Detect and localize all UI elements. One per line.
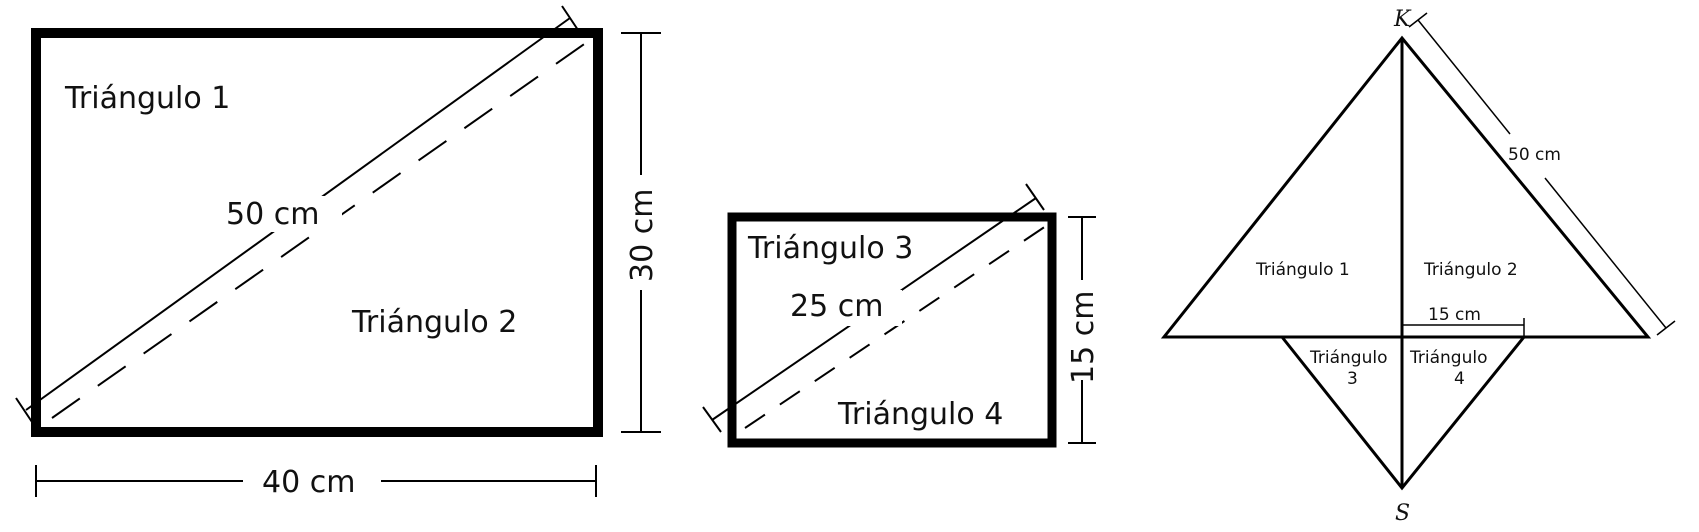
label-kite-triangle-1: Triángulo 1 — [1255, 260, 1350, 280]
label-kite-half-base: 15 cm — [1428, 305, 1481, 325]
small-diagonal-tick-start — [702, 406, 722, 433]
large-diagonal-tick-end — [561, 5, 579, 31]
figure-1: Triángulo 1 Triángulo 2 50 cm 30 cm 40 c… — [15, 5, 661, 500]
kite-upper-triangle — [1160, 35, 1652, 339]
small-diagonal-dashed — [744, 225, 1047, 429]
kite-side-dim-line-bottom — [1544, 177, 1667, 329]
label-large-width: 40 cm — [262, 465, 355, 500]
kite-side-dim-tick-top — [1408, 12, 1428, 28]
label-small-diagonal: 25 cm — [790, 289, 883, 324]
figure-3: 50 cm 15 cm K S Triángulo 1 Triángulo 2 … — [1160, 7, 1676, 526]
small-rectangle — [727, 212, 1057, 448]
label-large-diagonal: 50 cm — [226, 197, 319, 232]
label-kite-triangle-2: Triángulo 2 — [1423, 260, 1518, 280]
kite-side-dim-tick-bottom — [1656, 320, 1676, 336]
label-vertex-s: S — [1395, 501, 1410, 526]
kite-lower-triangle — [1280, 336, 1526, 491]
kite-side-dim-line-top — [1417, 19, 1511, 135]
label-small-height: 15 cm — [1066, 291, 1101, 384]
label-triangle-1-large: Triángulo 1 — [64, 81, 230, 116]
label-kite-triangle-4-line1: Triángulo — [1409, 348, 1487, 368]
figure-2: Triángulo 3 25 cm Triángulo 4 15 cm — [702, 183, 1101, 448]
label-triangle-2-large: Triángulo 2 — [351, 305, 517, 340]
small-diagonal-tick-end — [1025, 183, 1045, 211]
label-kite-triangle-3-line2: 3 — [1347, 369, 1358, 389]
label-kite-triangle-3-line1: Triángulo — [1309, 348, 1387, 368]
label-large-height: 30 cm — [625, 189, 660, 282]
label-vertex-k: K — [1393, 7, 1412, 32]
label-kite-side: 50 cm — [1508, 145, 1561, 165]
large-rectangle — [31, 28, 603, 437]
label-kite-triangle-4-line2: 4 — [1454, 369, 1465, 389]
label-triangle-3-small: Triángulo 3 — [747, 231, 913, 266]
large-diagonal-tick-start — [15, 397, 33, 423]
label-triangle-4-small: Triángulo 4 — [837, 397, 1003, 432]
